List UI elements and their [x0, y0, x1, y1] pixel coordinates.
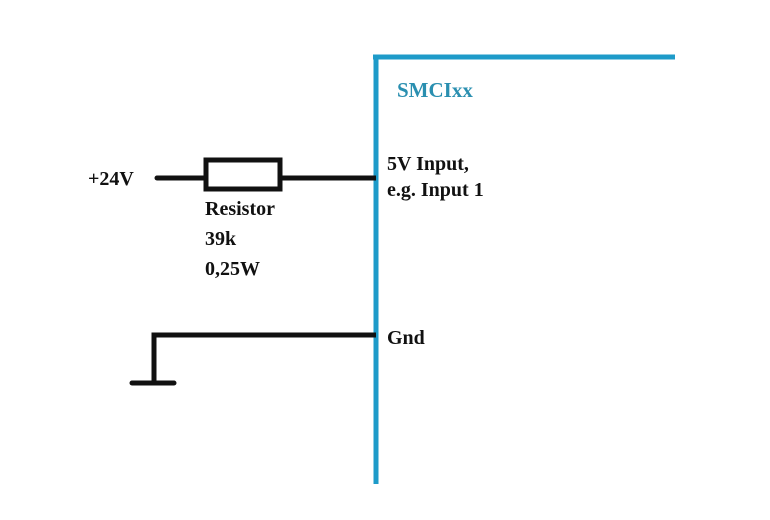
- ground-wire: [151, 332, 376, 383]
- device-boundary: [373, 54, 675, 484]
- resistor-symbol: [203, 157, 283, 192]
- input-pin-label-line1: 5V Input,: [387, 153, 469, 175]
- supply-label: +24V: [88, 168, 134, 190]
- input-pin-label-line2: e.g. Input 1: [387, 179, 484, 201]
- resistor-value: 39k: [205, 228, 237, 250]
- device-name: SMCIxx: [397, 78, 473, 102]
- resistor-power: 0,25W: [205, 258, 260, 280]
- ground-pin-label: Gnd: [387, 327, 425, 349]
- resistor-label: Resistor: [205, 198, 275, 220]
